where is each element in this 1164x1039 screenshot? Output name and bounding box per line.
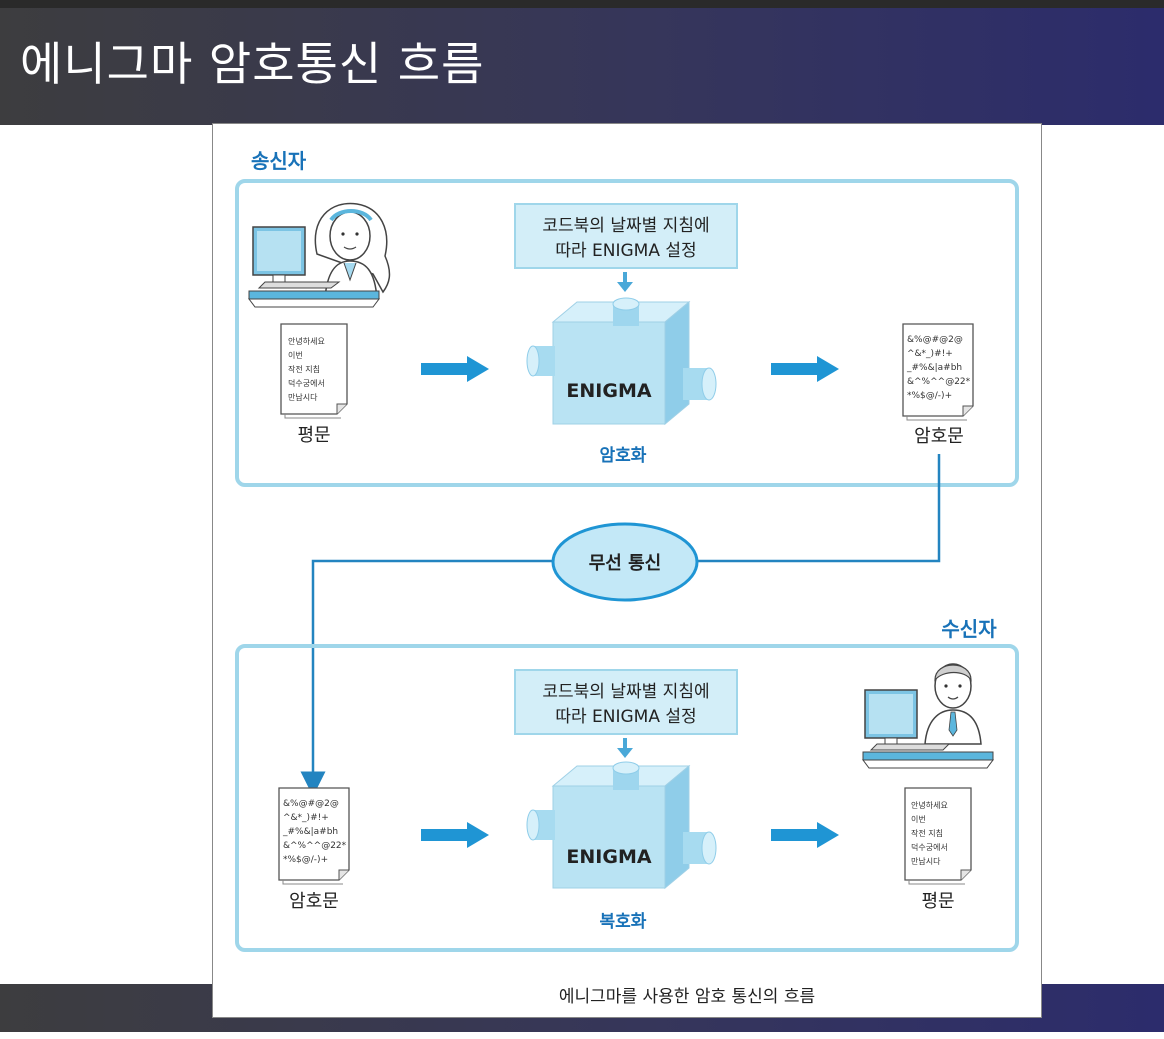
ciphertext-line: *%$@/-)+ xyxy=(907,391,952,401)
sender-ciphertext-document: &%@#@2@ ^&*_)#!+ _#%&|a#bh &^%^^@22* *%$… xyxy=(902,323,974,421)
ciphertext-line: &^%^^@22* xyxy=(283,841,347,851)
plaintext-line: 작전 지침 xyxy=(911,828,943,838)
plaintext-line: 덕수궁에서 xyxy=(288,378,325,388)
ciphertext-line: &^%^^@22* xyxy=(907,377,971,387)
receiver-instruction-box xyxy=(514,669,738,735)
sender-plaintext-document: 안녕하세요 이번 작전 지침 덕수궁에서 만납시다 xyxy=(280,323,348,419)
sender-person-icon xyxy=(248,202,391,308)
ciphertext-line: ^&*_)#!+ xyxy=(283,813,329,823)
ciphertext-line: &%@#@2@ xyxy=(283,799,339,809)
plaintext-line: 덕수궁에서 xyxy=(911,842,948,852)
receiver-person-icon xyxy=(862,663,994,769)
receiver-flow-arrow-icon xyxy=(771,822,839,848)
plaintext-line: 이번 xyxy=(288,350,303,360)
receiver-instruction-line1: 코드북의 날짜별 지침에 xyxy=(542,682,709,702)
sender-flow-arrow-icon xyxy=(771,356,839,382)
plaintext-line: 이번 xyxy=(911,814,926,824)
title-bar: 에니그마 암호통신 흐름 xyxy=(0,0,1164,125)
ciphertext-line: _#%&|a#bh xyxy=(282,827,338,837)
ciphertext-line: &%@#@2@ xyxy=(907,335,963,345)
plaintext-line: 만납시다 xyxy=(288,393,318,402)
receiver-instruction-line2: 따라 ENIGMA 설정 xyxy=(555,707,696,727)
slide-title: 에니그마 암호통신 흐름 xyxy=(20,37,485,91)
sender-instruction-box xyxy=(514,203,738,269)
sender-box xyxy=(235,179,1019,487)
plaintext-line: 안녕하세요 xyxy=(911,800,948,810)
ciphertext-line: ^&*_)#!+ xyxy=(907,349,953,359)
receiver-plaintext-document: 안녕하세요 이번 작전 지침 덕수궁에서 만납시다 xyxy=(904,787,972,885)
sender-instruction-line1: 코드북의 날짜별 지침에 xyxy=(542,216,709,236)
receiver-flow-arrow-icon xyxy=(421,822,489,848)
receiver-down-arrow-icon xyxy=(617,738,633,758)
plaintext-line: 안녕하세요 xyxy=(288,336,325,346)
enigma-flow-diagram: 송신자 안녕하세요 이번 작전 지침 덕수궁에서 만납시다 평문 코드북의 날짜… xyxy=(235,149,1019,1007)
sender-flow-arrow-icon xyxy=(421,356,489,382)
receiver-output-label: 평문 xyxy=(921,891,954,912)
sender-instruction-line2: 따라 ENIGMA 설정 xyxy=(555,241,696,261)
sender-input-label: 평문 xyxy=(297,425,330,446)
receiver-process-label: 복호화 xyxy=(600,912,647,932)
figure-caption: 에니그마를 사용한 암호 통신의 흐름 xyxy=(559,987,815,1007)
receiver-label: 수신자 xyxy=(941,617,997,641)
sender-machine-label: ENIGMA xyxy=(566,380,651,402)
sender-down-arrow-icon xyxy=(617,272,633,292)
figure-panel: 송신자 안녕하세요 이번 작전 지침 덕수궁에서 만납시다 평문 코드북의 날짜… xyxy=(212,123,1042,1018)
sender-output-label: 암호문 xyxy=(914,426,964,447)
receiver-input-label: 암호문 xyxy=(289,891,339,912)
channel-ellipse xyxy=(551,522,699,602)
plaintext-line: 만납시다 xyxy=(911,857,941,866)
ciphertext-line: *%$@/-)+ xyxy=(283,855,328,865)
receiver-enigma-machine-icon xyxy=(526,761,717,890)
ciphertext-line: _#%&|a#bh xyxy=(906,363,962,373)
receiver-ciphertext-document: &%@#@2@ ^&*_)#!+ _#%&|a#bh &^%^^@22* *%$… xyxy=(278,787,350,885)
sender-label: 송신자 xyxy=(251,149,307,173)
title-bar-stripe xyxy=(0,0,1164,8)
channel-label: 무선 통신 xyxy=(589,553,662,574)
receiver-machine-label: ENIGMA xyxy=(566,846,651,868)
sender-process-label: 암호화 xyxy=(600,446,647,466)
receiver-box xyxy=(235,644,1019,952)
plaintext-line: 작전 지침 xyxy=(288,364,320,374)
sender-enigma-machine-icon xyxy=(526,297,717,426)
